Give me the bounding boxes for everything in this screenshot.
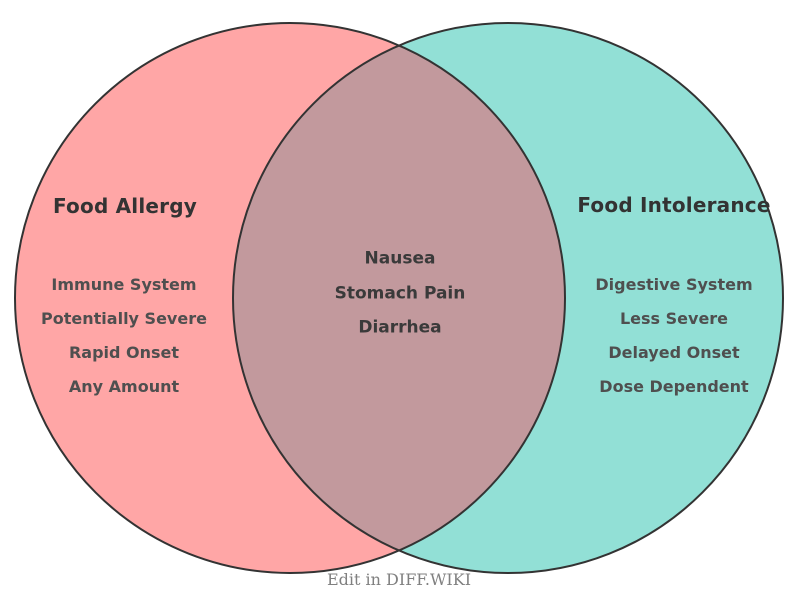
left-set-item: Any Amount xyxy=(68,377,180,396)
left-set-item: Potentially Severe xyxy=(41,309,207,328)
right-set-title: Food Intolerance xyxy=(577,193,771,217)
right-circle-outline xyxy=(232,22,784,574)
overlap-item: Stomach Pain xyxy=(334,283,466,304)
right-set-item: Delayed Onset xyxy=(608,343,740,362)
left-set-item: Immune System xyxy=(51,275,197,294)
overlap-item: Nausea xyxy=(364,248,436,269)
overlap-item: Diarrhea xyxy=(358,317,442,338)
overlap-region xyxy=(233,23,565,573)
footer-edit-link[interactable]: Edit in DIFF.WIKI xyxy=(326,570,472,589)
right-set-item: Less Severe xyxy=(619,309,729,328)
left-set-title: Food Allergy xyxy=(53,194,197,218)
right-set-item: Dose Dependent xyxy=(599,377,749,396)
left-set-item: Rapid Onset xyxy=(68,343,180,362)
right-set-item: Digestive System xyxy=(595,275,753,294)
left-circle-outline xyxy=(14,22,566,574)
